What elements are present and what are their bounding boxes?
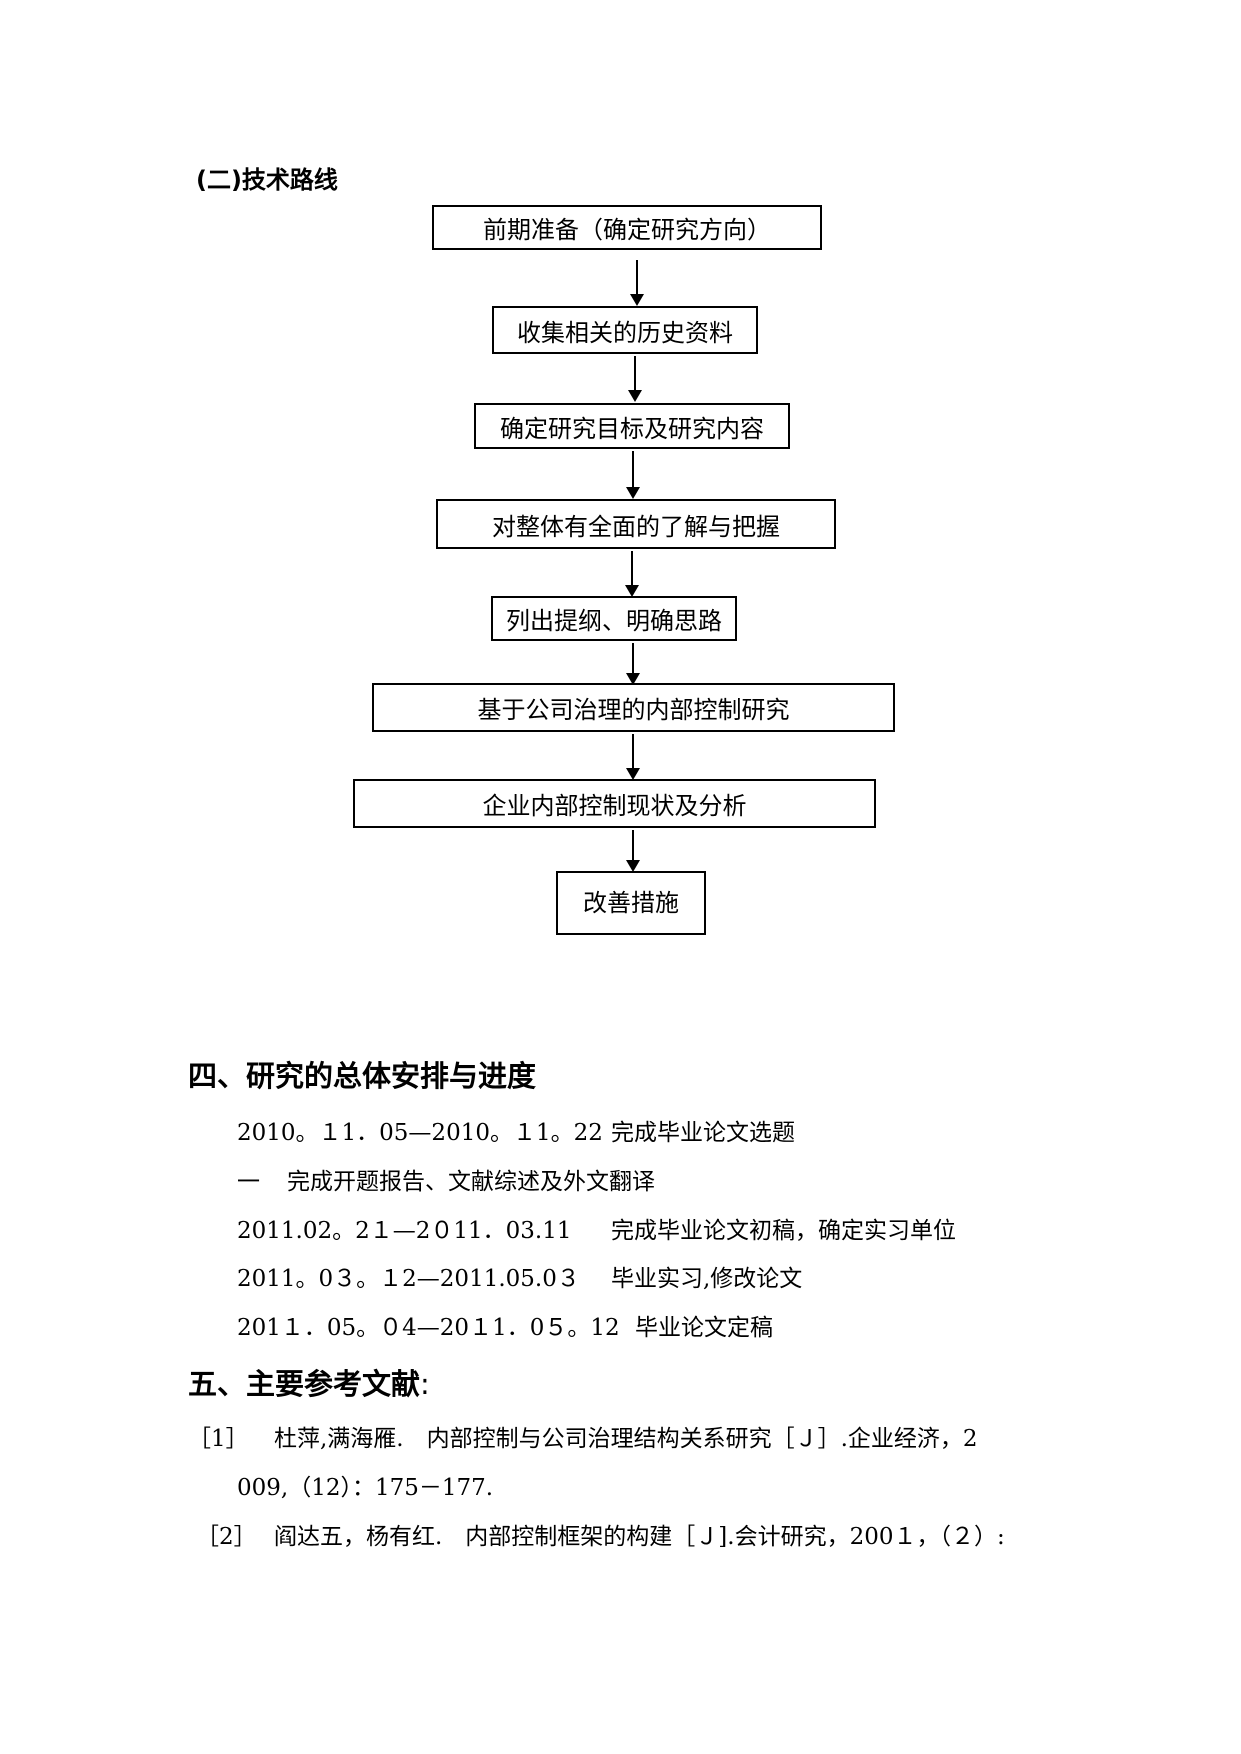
flow-step-8: 改善措施 (556, 871, 706, 935)
flow-step-1: 前期准备（确定研究方向） (432, 205, 822, 250)
schedule-row-1: 2010。１1．05—2010。１1。22 完成毕业论文选题 (237, 1113, 795, 1147)
flow-arrow-4 (625, 551, 639, 597)
flow-step-3: 确定研究目标及研究内容 (474, 403, 790, 449)
reference-index: ［2］ (196, 1524, 257, 1550)
schedule-date: 2011。0３。１2—2011.05.0３ (237, 1266, 580, 1292)
schedule-task: 完成开题报告、文献综述及外文翻译 (287, 1169, 655, 1195)
reference-1-line-2: 009,（12）：175－177. (237, 1475, 494, 1501)
tech-route-flowchart: 前期准备（确定研究方向） 收集相关的历史资料 确定研究目标及研究内容 对整体有全… (353, 205, 895, 935)
schedule-date: 201１．05。０4—20１1．0５。12 (237, 1315, 620, 1341)
flow-arrow-3 (626, 451, 640, 499)
flow-arrow-2 (628, 356, 642, 402)
schedule-task: 毕业实习,修改论文 (611, 1266, 803, 1292)
reference-2-line-1: ［2］ 阎达五，杨有红. 内部控制框架的构建［Ｊ].会计研究，200１，（２）: (196, 1517, 1005, 1551)
schedule-task: 完成毕业论文初稿，确定实习单位 (611, 1218, 956, 1244)
flow-arrow-6 (626, 734, 640, 780)
flow-arrow-1 (630, 260, 644, 306)
schedule-task: 完成毕业论文选题 (611, 1120, 795, 1146)
flow-step-6: 基于公司治理的内部控制研究 (372, 683, 895, 732)
section-4-heading: 四、研究的总体安排与进度 (188, 1059, 537, 1093)
section-5-heading: 五、主要参考文献: (188, 1361, 430, 1403)
reference-index: ［1］ (188, 1426, 249, 1452)
flow-step-7: 企业内部控制现状及分析 (353, 779, 876, 828)
reference-text: 阎达五，杨有红. 内部控制框架的构建［Ｊ].会计研究，200１，（２）: (274, 1524, 1005, 1550)
flow-step-2: 收集相关的历史资料 (492, 306, 758, 354)
reference-text: 杜萍,满海雁. 内部控制与公司治理结构关系研究［Ｊ］.企业经济，2 (274, 1426, 978, 1452)
reference-1-line-1: ［1］ 杜萍,满海雁. 内部控制与公司治理结构关系研究［Ｊ］.企业经济，2 (188, 1419, 978, 1453)
section-5-heading-text: 五、主要参考文献 (188, 1367, 421, 1401)
schedule-row-4: 2011。0３。１2—2011.05.0３ 毕业实习,修改论文 (237, 1259, 802, 1293)
tech-route-heading: (二)技术路线 (196, 166, 338, 194)
schedule-row-5: 201１．05。０4—20１1．0５。12 毕业论文定稿 (237, 1308, 773, 1342)
schedule-task: 毕业论文定稿 (635, 1315, 773, 1341)
flow-step-5: 列出提纲、明确思路 (491, 596, 737, 641)
schedule-date: 2011.02。2１—2０11．03.11 (237, 1218, 572, 1244)
schedule-row-2: 一 完成开题报告、文献综述及外文翻译 (237, 1162, 655, 1196)
flow-arrow-7 (626, 830, 640, 872)
section-5-heading-colon: : (420, 1367, 430, 1401)
flow-step-4: 对整体有全面的了解与把握 (436, 499, 836, 549)
schedule-date: 2010。１1．05—2010。１1。22 (237, 1120, 603, 1146)
flow-arrow-5 (626, 643, 640, 685)
schedule-date: 一 (237, 1169, 260, 1195)
schedule-row-3: 2011.02。2１—2０11．03.11 完成毕业论文初稿，确定实习单位 (237, 1211, 956, 1245)
